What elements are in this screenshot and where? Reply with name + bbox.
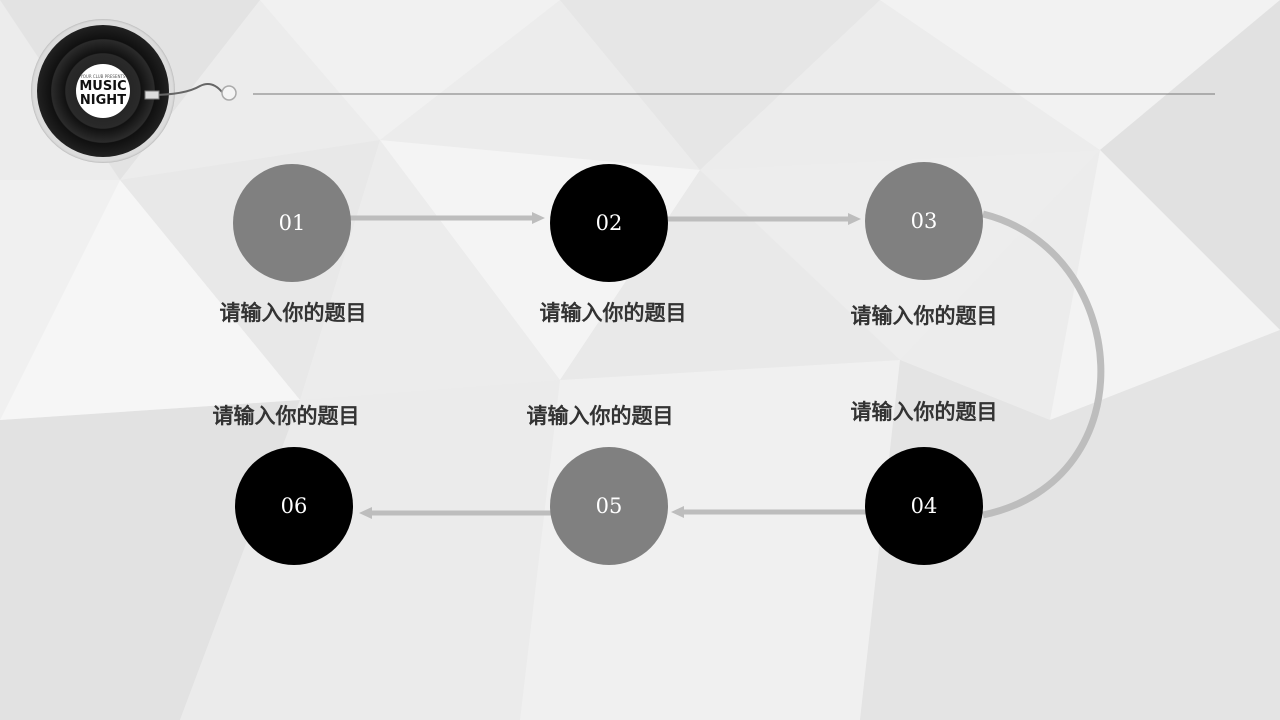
arrowhead-02-03 <box>848 213 861 225</box>
arrowhead-04-05 <box>671 506 684 518</box>
step-6-title: 请输入你的题目 <box>212 403 360 428</box>
step-6-circle: 06 <box>235 447 353 565</box>
arrowhead-01-02 <box>532 212 545 224</box>
tonearm-pivot-icon <box>221 85 237 101</box>
step-2-circle: 02 <box>550 164 668 282</box>
step-5-title: 请输入你的题目 <box>526 403 674 428</box>
step-4-title: 请输入你的题目 <box>850 399 998 424</box>
tonearm-head-icon <box>144 90 160 100</box>
step-4-circle: 04 <box>865 447 983 565</box>
step-1-number: 01 <box>278 211 306 235</box>
connector-03-04-curve <box>982 210 1105 519</box>
step-1-title: 请输入你的题目 <box>219 300 367 325</box>
step-3-circle: 03 <box>865 162 983 280</box>
step-4-number: 04 <box>910 494 938 518</box>
arrowhead-05-06 <box>359 507 372 519</box>
step-1-circle: 01 <box>233 164 351 282</box>
record-label: YOUR CLUB PRESENTS MUSIC NIGHT <box>76 64 130 118</box>
step-5-number: 05 <box>595 494 623 518</box>
step-6-number: 06 <box>280 494 308 518</box>
step-5-circle: 05 <box>550 447 668 565</box>
tonearm-icon <box>149 83 223 96</box>
logo-tagline: YOUR CLUB PRESENTS <box>80 74 126 79</box>
step-3-number: 03 <box>910 209 938 233</box>
step-3-title: 请输入你的题目 <box>850 303 998 328</box>
logo-line-1: MUSIC <box>79 79 127 94</box>
step-2-title: 请输入你的题目 <box>539 300 687 325</box>
logo-line-2: NIGHT <box>79 93 127 108</box>
step-2-number: 02 <box>595 211 623 235</box>
